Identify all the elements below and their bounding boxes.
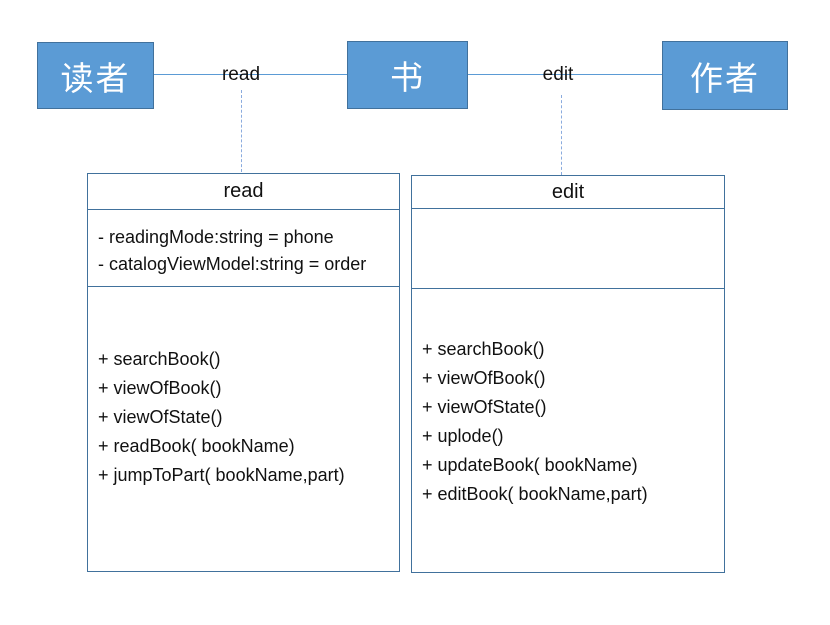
- class-methods-read: + searchBook() + viewOfBook() + viewOfSt…: [88, 287, 399, 571]
- association-line-book-author: [468, 74, 662, 75]
- method-row: + updateBook( bookName): [422, 455, 638, 475]
- attribute-row: - catalogViewModel:string = order: [98, 254, 367, 274]
- class-title-read: read: [88, 174, 399, 210]
- class-attributes-edit: [412, 209, 724, 289]
- dashed-connector-edit: [561, 95, 562, 175]
- entity-node-reader: 读者: [37, 42, 154, 109]
- entity-node-author: 作者: [662, 41, 788, 110]
- class-box-read: read - readingMode:string = phone - cata…: [87, 173, 400, 572]
- entity-label-book: 书: [390, 59, 425, 96]
- method-row: + searchBook(): [422, 339, 545, 359]
- entity-node-book: 书: [347, 41, 468, 109]
- method-row: + searchBook(): [98, 349, 221, 369]
- association-line-reader-book: [154, 74, 347, 75]
- method-row: + readBook( bookName): [98, 436, 295, 456]
- method-row: + viewOfBook(): [98, 378, 222, 398]
- method-row: + viewOfState(): [422, 397, 547, 417]
- method-row: + editBook( bookName,part): [422, 484, 648, 504]
- method-row: + viewOfBook(): [422, 368, 546, 388]
- association-label-edit: edit: [542, 64, 574, 85]
- method-row: + jumpToPart( bookName,part): [98, 465, 345, 485]
- class-attributes-read: - readingMode:string = phone - catalogVi…: [88, 210, 399, 287]
- association-label-read: read: [221, 64, 261, 85]
- class-title-edit: edit: [412, 176, 724, 209]
- attribute-row: - readingMode:string = phone: [98, 227, 334, 247]
- class-methods-edit: + searchBook() + viewOfBook() + viewOfSt…: [412, 289, 724, 572]
- method-row: + viewOfState(): [98, 407, 223, 427]
- dashed-connector-read: [241, 90, 242, 172]
- class-box-edit: edit + searchBook() + viewOfBook() + vie…: [411, 175, 725, 573]
- entity-label-author: 作者: [690, 59, 760, 97]
- method-row: + uplode(): [422, 426, 504, 446]
- entity-label-reader: 读者: [60, 59, 131, 97]
